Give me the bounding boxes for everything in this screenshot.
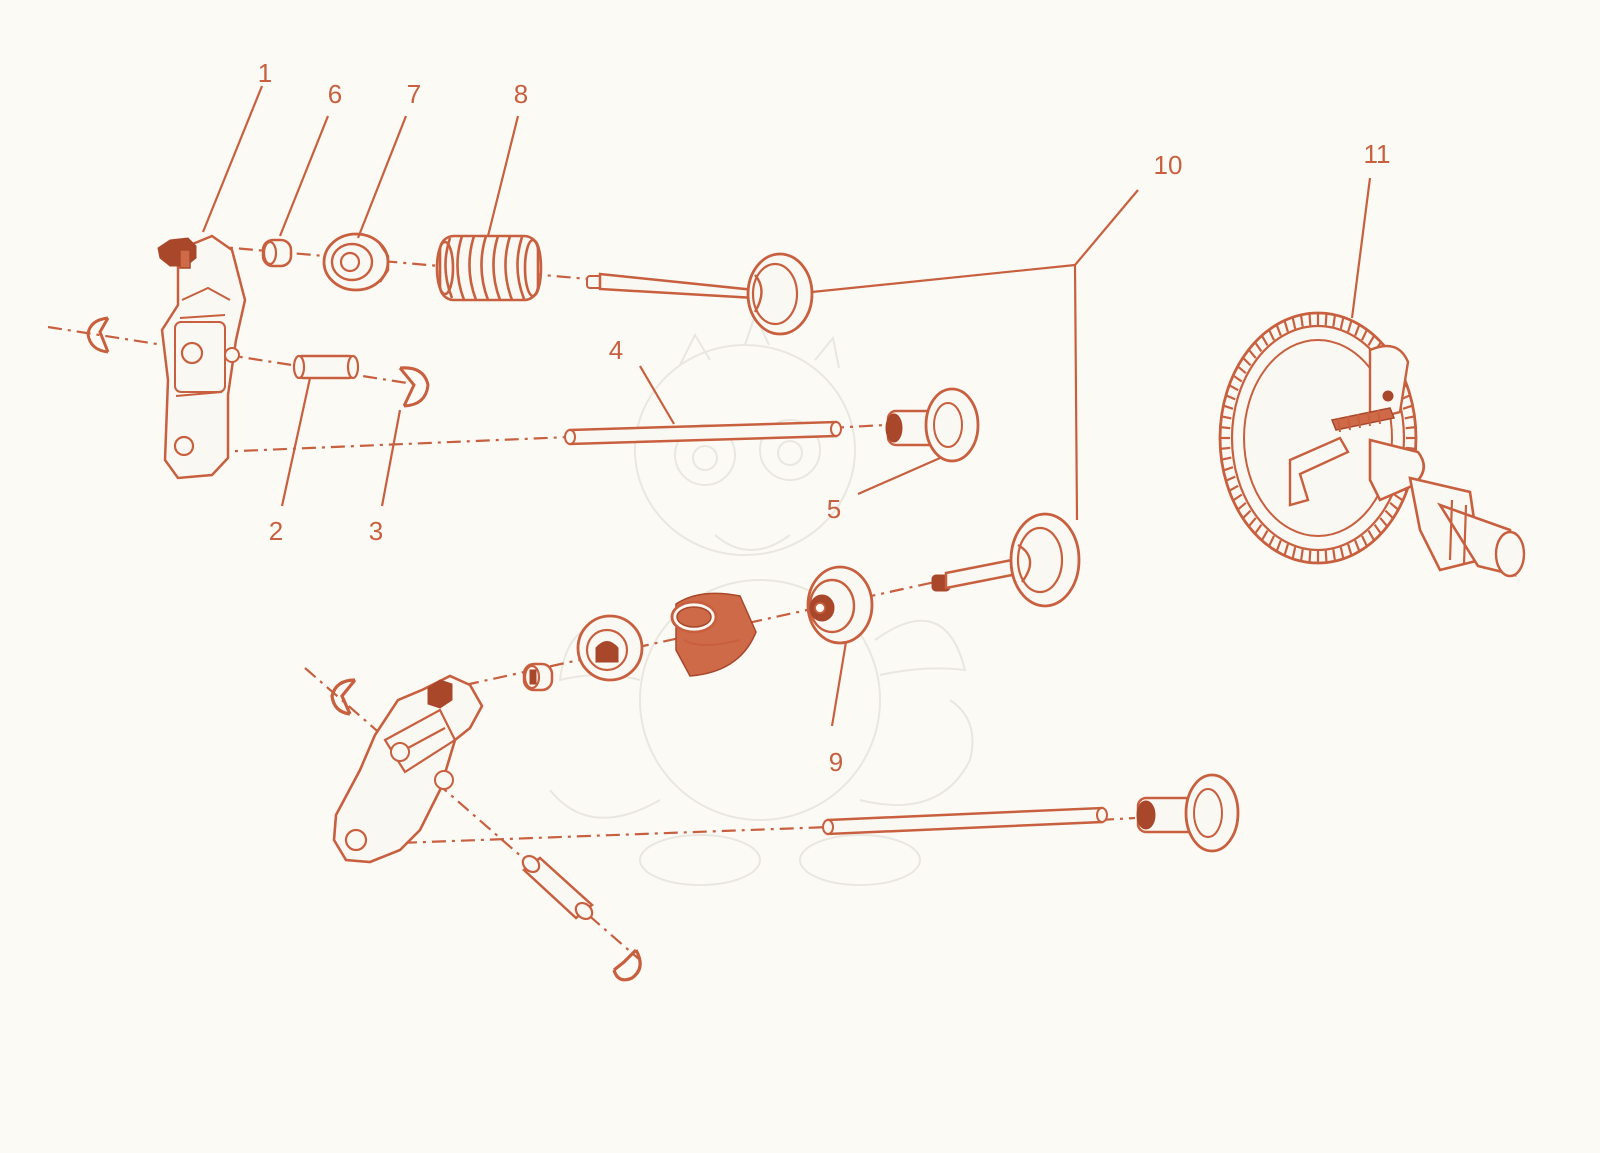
callout-labels: 1 2 3 4 5 6 7 8 9 10 11 xyxy=(258,58,1391,777)
gear-tooth xyxy=(1260,335,1269,346)
gear-tooth xyxy=(1384,509,1394,520)
gear-tooth xyxy=(1347,543,1353,556)
e-clip-right-upper xyxy=(398,366,430,408)
gear-tooth xyxy=(1283,543,1289,556)
gear-tooth xyxy=(1221,415,1232,420)
callout-10: 10 xyxy=(1154,150,1183,180)
gear-tooth xyxy=(1236,365,1247,375)
callout-6: 6 xyxy=(328,79,342,109)
camshaft-gear xyxy=(1218,311,1526,578)
spring-retainer-upper xyxy=(322,232,390,292)
push-rod-upper xyxy=(564,420,842,446)
gear-tooth xyxy=(1291,546,1297,559)
gear-tooth xyxy=(1268,329,1275,341)
gear-tooth xyxy=(1275,324,1282,336)
gear-tooth xyxy=(1225,475,1236,482)
gear-tooth xyxy=(1332,549,1337,562)
gear-tooth xyxy=(1339,546,1345,559)
rocker-shaft-lower xyxy=(521,854,594,921)
gear-tooth xyxy=(1232,374,1243,383)
gear-tooth xyxy=(1339,317,1345,330)
valve-spring-upper xyxy=(435,234,543,302)
callout-5: 5 xyxy=(827,494,841,524)
gear-tooth xyxy=(1225,394,1236,401)
tappet-upper xyxy=(885,387,980,463)
gear-tooth xyxy=(1367,530,1376,541)
e-clip-right-lower xyxy=(612,948,642,982)
gear-tooth xyxy=(1405,426,1416,430)
gear-tooth xyxy=(1308,313,1312,326)
push-rod-lower xyxy=(822,806,1108,836)
gear-tooth xyxy=(1221,456,1232,461)
gear-tooth xyxy=(1228,484,1239,492)
rocker-arm-lower xyxy=(332,674,484,864)
gear-tooth xyxy=(1260,530,1269,541)
gear-tooth xyxy=(1232,493,1243,502)
gear-tooth xyxy=(1291,317,1297,330)
gear-tooth xyxy=(1222,404,1234,410)
gear-tooth xyxy=(1299,549,1304,562)
gear-tooth xyxy=(1404,415,1415,420)
gear-tooth xyxy=(1283,320,1289,333)
gear-tooth xyxy=(1361,535,1368,547)
spring-retainer-lower xyxy=(806,565,874,645)
gear-tooth xyxy=(1242,356,1252,367)
gear-tooth xyxy=(1389,501,1400,511)
callout-11: 11 xyxy=(1364,139,1391,169)
gear-tooth xyxy=(1332,314,1337,327)
callout-4: 4 xyxy=(609,335,623,365)
gear-tooth xyxy=(1405,446,1416,450)
gear-tooth xyxy=(1220,446,1231,450)
gear-tooth xyxy=(1242,509,1252,520)
gear-tooth xyxy=(1361,329,1368,341)
gear-tooth xyxy=(1220,426,1231,430)
valve-cap-upper xyxy=(261,238,293,268)
callout-3: 3 xyxy=(369,516,383,546)
gear-tooth xyxy=(1379,517,1389,528)
gear-tooth xyxy=(1228,384,1239,392)
gear-tooth xyxy=(1324,550,1328,563)
e-clip-left-upper xyxy=(86,316,110,354)
leader-lines xyxy=(201,85,1372,727)
gear-tooth xyxy=(1268,535,1275,547)
gear-tooth xyxy=(1347,320,1353,333)
gear-tooth xyxy=(1393,493,1404,502)
gear-tooth xyxy=(1367,335,1376,346)
gear-tooth xyxy=(1308,550,1312,563)
gear-tooth xyxy=(1354,540,1361,552)
gear-tooth xyxy=(1354,324,1361,336)
valve-seal-lower xyxy=(576,614,644,682)
gear-tooth xyxy=(1236,501,1247,511)
gear-tooth xyxy=(1402,404,1414,410)
gear-tooth xyxy=(1324,313,1328,326)
valve-spring-lower xyxy=(670,592,757,677)
callout-9: 9 xyxy=(829,747,843,777)
gear-tooth xyxy=(1275,540,1282,552)
gear-tooth xyxy=(1254,523,1263,535)
gear-tooth xyxy=(1373,523,1382,535)
rocker-shaft-upper xyxy=(292,354,360,380)
gear-tooth xyxy=(1222,466,1234,472)
intake-valve-upper xyxy=(586,252,814,336)
e-clip-left-lower xyxy=(330,678,357,716)
callout-8: 8 xyxy=(514,79,528,109)
watermark-mascot xyxy=(549,312,974,886)
valve-cap-lower xyxy=(522,662,554,692)
callout-2: 2 xyxy=(269,516,283,546)
gear-tooth xyxy=(1299,314,1304,327)
gear-tooth xyxy=(1254,341,1263,353)
gear-tooth xyxy=(1247,517,1257,528)
callout-1: 1 xyxy=(258,58,272,88)
tappet-lower xyxy=(1136,773,1240,853)
rocker-arm-upper xyxy=(157,234,247,480)
callout-7: 7 xyxy=(407,79,421,109)
exhaust-valve-lower xyxy=(931,512,1081,608)
gear-tooth xyxy=(1247,348,1257,359)
